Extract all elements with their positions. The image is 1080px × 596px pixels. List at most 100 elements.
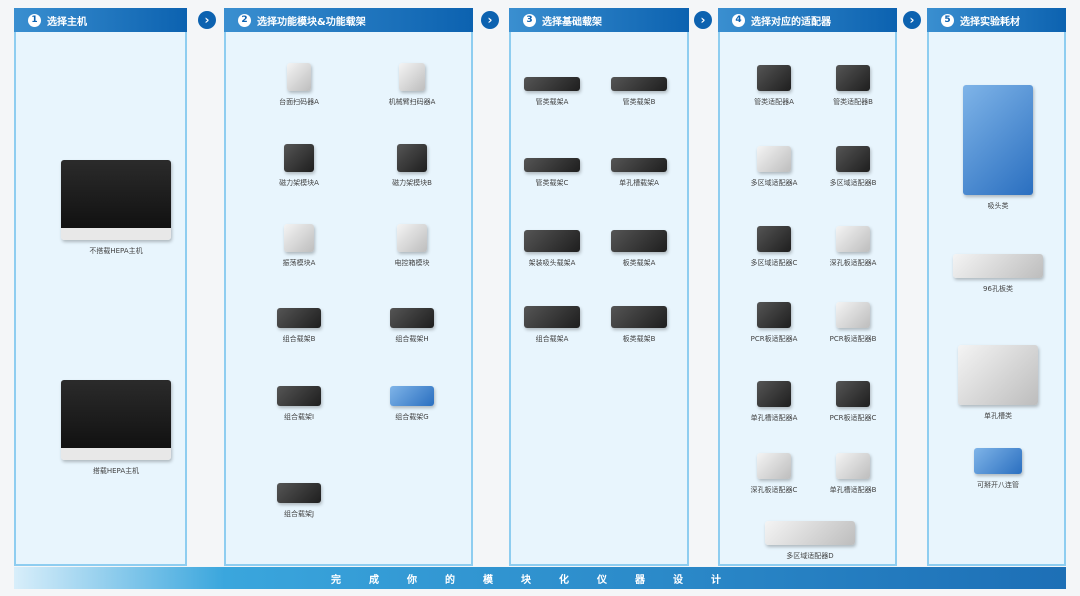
option-label: 可掰开八连管 xyxy=(977,481,1019,489)
product-image-icon xyxy=(765,521,855,545)
option-item[interactable]: 机械臂扫码器A xyxy=(362,63,462,107)
option-item[interactable]: 组合载架G xyxy=(362,386,462,422)
step-number-badge: 3 xyxy=(523,13,536,27)
footer-banner: 完成你的模块化仪器设计 xyxy=(14,567,1066,589)
product-image-icon xyxy=(963,85,1033,195)
option-item[interactable]: 台面扫码器A xyxy=(249,63,349,107)
step-title: 选择对应的适配器 xyxy=(751,16,831,28)
product-image-icon xyxy=(277,483,321,503)
option-item[interactable]: 组合载架J xyxy=(249,483,349,519)
product-image-icon xyxy=(836,146,870,172)
option-item[interactable]: 组合载架H xyxy=(362,308,462,344)
option-label: 组合载架I xyxy=(283,413,315,421)
option-label: 机械臂扫码器A xyxy=(388,98,436,106)
product-image-icon xyxy=(287,63,311,91)
option-label: 单孔槽载架A xyxy=(619,179,659,187)
option-item[interactable]: 多区域适配器C xyxy=(724,226,824,268)
option-label: 多区域适配器D xyxy=(786,552,834,560)
option-item[interactable]: 组合载架B xyxy=(249,308,349,344)
option-item[interactable]: 不搭载HEPA主机 xyxy=(61,160,171,256)
option-label: 单孔槽类 xyxy=(984,412,1012,420)
option-label: 管类载架A xyxy=(535,98,569,106)
product-image-icon xyxy=(524,77,580,91)
option-item[interactable]: 管类适配器A xyxy=(724,65,824,107)
option-item[interactable]: PCR板适配器B xyxy=(803,302,903,344)
option-item[interactable]: 组合载架I xyxy=(249,386,349,422)
option-item[interactable]: 磁力架模块A xyxy=(249,144,349,188)
option-label: 不搭载HEPA主机 xyxy=(89,247,143,255)
option-item[interactable]: 板类载架B xyxy=(589,306,689,344)
option-label: 板类载架B xyxy=(622,335,656,343)
option-label: PCR板适配器B xyxy=(829,335,877,343)
product-image-icon xyxy=(397,224,427,252)
option-item[interactable]: 多区域适配器D xyxy=(760,521,860,561)
product-image-icon xyxy=(958,345,1038,405)
product-image-icon xyxy=(836,65,870,91)
option-label: 组合载架A xyxy=(535,335,569,343)
product-image-icon xyxy=(284,144,314,172)
step-header: 4 选择对应的适配器 xyxy=(718,8,897,32)
option-label: 磁力架模块B xyxy=(392,179,432,187)
option-item[interactable]: 管类适配器B xyxy=(803,65,903,107)
chevron-right-icon: › xyxy=(481,11,499,29)
option-item[interactable]: PCR板适配器C xyxy=(803,381,903,423)
step-number-badge: 2 xyxy=(238,13,251,27)
option-label: 板类载架A xyxy=(622,259,656,267)
product-image-icon xyxy=(524,306,580,328)
option-label: 磁力架模块A xyxy=(279,179,319,187)
option-label: PCR板适配器A xyxy=(750,335,798,343)
option-item[interactable]: 吸头类 xyxy=(948,85,1048,211)
option-label: 多区域适配器A xyxy=(750,179,798,187)
option-item[interactable]: 管类载架C xyxy=(502,158,602,188)
product-image-icon xyxy=(757,302,791,328)
option-item[interactable]: 管类载架A xyxy=(502,77,602,107)
step-number-badge: 1 xyxy=(28,13,41,27)
option-item[interactable]: 深孔板适配器C xyxy=(724,453,824,495)
option-item[interactable]: 电控箱模块 xyxy=(362,224,462,268)
option-item[interactable]: 板类载架A xyxy=(589,230,689,268)
option-item[interactable]: 可掰开八连管 xyxy=(948,448,1048,490)
option-item[interactable]: 单孔槽适配器A xyxy=(724,381,824,423)
option-label: 吸头类 xyxy=(987,202,1009,210)
option-label: 深孔板适配器A xyxy=(829,259,877,267)
option-item[interactable]: 架装吸头载架A xyxy=(502,230,602,268)
product-image-icon xyxy=(277,308,321,328)
chevron-right-icon: › xyxy=(903,11,921,29)
option-item[interactable]: 单孔槽适配器B xyxy=(803,453,903,495)
option-item[interactable]: 组合载架A xyxy=(502,306,602,344)
product-image-icon xyxy=(524,230,580,252)
option-label: 组合载架J xyxy=(283,510,315,518)
option-label: 电控箱模块 xyxy=(394,259,430,267)
option-item[interactable]: 单孔槽类 xyxy=(948,345,1048,421)
product-image-icon xyxy=(757,65,791,91)
product-image-icon xyxy=(524,158,580,172)
step-number-badge: 4 xyxy=(732,13,745,27)
option-item[interactable]: 96孔板类 xyxy=(948,254,1048,294)
product-image-icon xyxy=(277,386,321,406)
option-item[interactable]: 深孔板适配器A xyxy=(803,226,903,268)
option-item[interactable]: 管类载架B xyxy=(589,77,689,107)
chevron-right-icon: › xyxy=(198,11,216,29)
option-item[interactable]: 磁力架模块B xyxy=(362,144,462,188)
option-label: 管类适配器A xyxy=(754,98,794,106)
step-title: 选择实验耗材 xyxy=(960,16,1020,28)
option-label: 管类载架B xyxy=(622,98,656,106)
option-item[interactable]: PCR板适配器A xyxy=(724,302,824,344)
option-item[interactable]: 多区域适配器A xyxy=(724,146,824,188)
product-image-icon xyxy=(757,146,791,172)
product-image-icon xyxy=(390,386,434,406)
option-label: PCR板适配器C xyxy=(829,414,877,422)
option-item[interactable]: 单孔槽载架A xyxy=(589,158,689,188)
option-label: 组合载架B xyxy=(282,335,316,343)
option-item[interactable]: 多区域适配器B xyxy=(803,146,903,188)
option-item[interactable]: 搭载HEPA主机 xyxy=(61,380,171,476)
option-item[interactable]: 振荡模块A xyxy=(249,224,349,268)
product-image-icon xyxy=(611,306,667,328)
